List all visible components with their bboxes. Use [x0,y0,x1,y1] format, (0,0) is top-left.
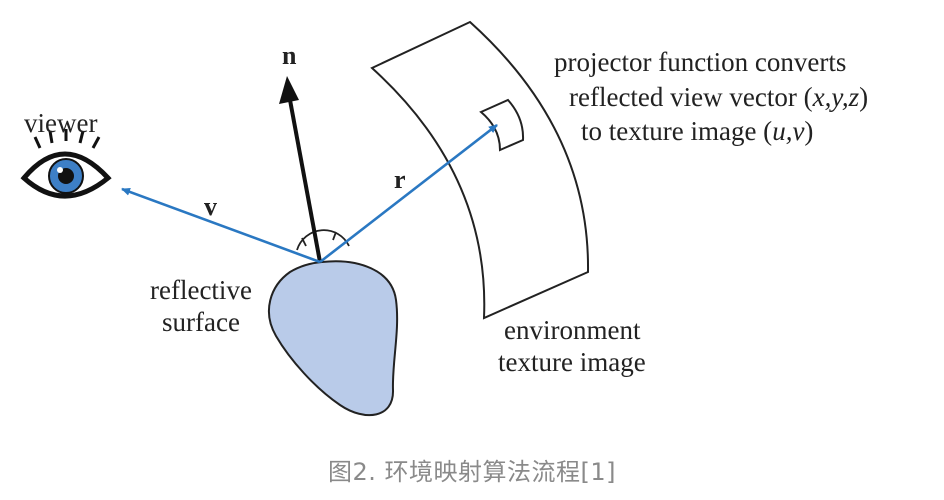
angle-tick [301,237,307,247]
reflected-vector-label: r [394,165,406,194]
normal-vector-arrow [288,99,322,263]
view-vector-arrow [121,187,321,264]
reflective-surface-label-line2: surface [162,307,240,337]
angle-arc [296,229,350,251]
projector-label-line3: to texture image (u,v) [581,116,813,146]
reflective-surface-blob [267,260,399,417]
projector-label-line2: reflected view vector (x,y,z) [569,82,868,112]
figure-caption: 图2. 环境映射算法流程[1] [327,458,617,486]
environment-mapping-diagram: viewer n v r reflective surface environm… [20,20,868,417]
view-vector-label: v [204,192,217,221]
reflective-surface-label-line1: reflective [150,275,252,305]
environment-texture-sheet [370,20,590,320]
eye-icon [20,129,112,199]
viewer-label: viewer [24,108,97,138]
texture-patch [479,98,525,152]
environment-label-line2: texture image [498,347,646,377]
normal-label: n [282,41,297,70]
reflected-vector-arrow [319,123,498,264]
normal-arrowhead [279,76,299,104]
angle-tick [332,231,337,241]
projector-label-line1: projector function converts [554,47,846,77]
environment-label-line1: environment [504,315,641,345]
